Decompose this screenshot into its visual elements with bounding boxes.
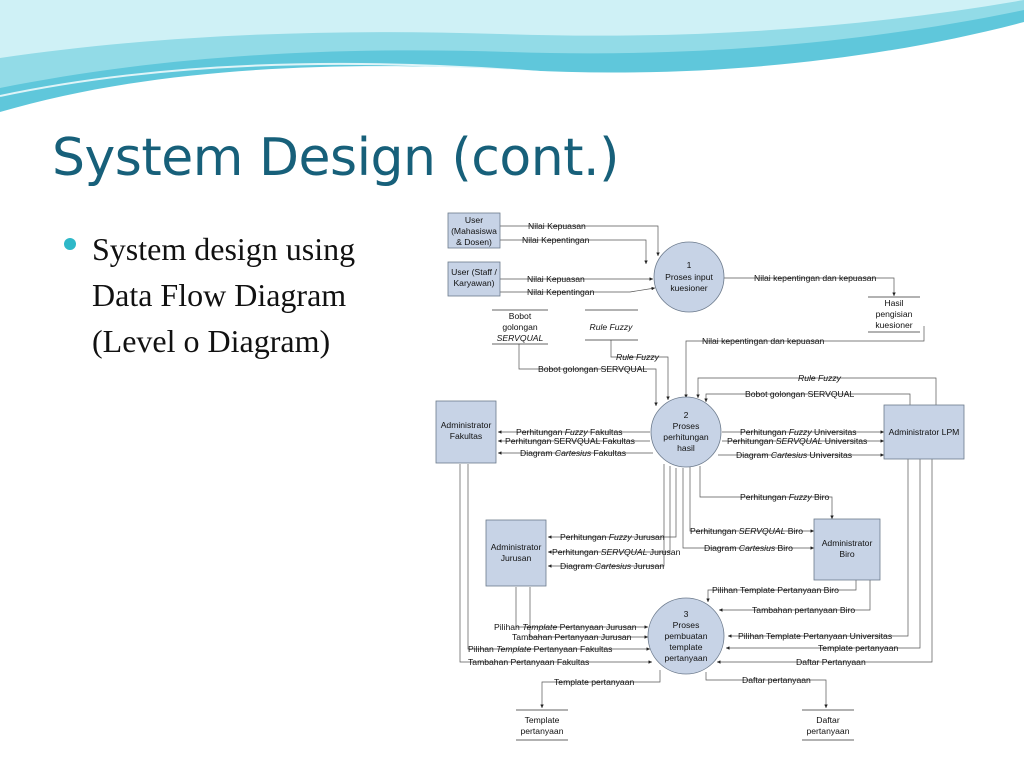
svg-text:Proses input: Proses input (665, 272, 713, 282)
svg-text:pertanyaan: pertanyaan (664, 653, 707, 663)
svg-text:Nilai kepentingan dan kepuasan: Nilai kepentingan dan kepuasan (702, 336, 825, 346)
store-daftar-pertanyaan: Daftar pertanyaan (802, 709, 854, 741)
svg-text:Bobot golongan SERVQUAL: Bobot golongan SERVQUAL (745, 389, 854, 399)
svg-text:Pilihan Template Pertanyaan Bi: Pilihan Template Pertanyaan Biro (712, 585, 839, 595)
svg-text:Pilihan Template Pertanyaan Ju: Pilihan Template Pertanyaan Jurusan (494, 622, 637, 632)
svg-text:kuesioner: kuesioner (875, 320, 912, 330)
svg-text:Perhitungan SERVQUAL Biro: Perhitungan SERVQUAL Biro (690, 526, 803, 536)
svg-text:Jurusan: Jurusan (501, 553, 532, 563)
svg-text:Rule Fuzzy: Rule Fuzzy (616, 352, 660, 362)
svg-text:Bobot: Bobot (509, 311, 532, 321)
svg-text:1: 1 (687, 260, 692, 270)
store-hasil-pengisian-kuesioner: Hasil pengisian kuesioner (868, 296, 920, 333)
svg-text:pertanyaan: pertanyaan (806, 726, 849, 736)
svg-text:Fakultas: Fakultas (450, 431, 482, 441)
svg-text:hasil: hasil (677, 443, 695, 453)
store-rule-fuzzy: Rule Fuzzy (585, 309, 638, 341)
slide-title: System Design (cont.) (52, 128, 619, 188)
svg-text:Perhitungan Fuzzy Universitas: Perhitungan Fuzzy Universitas (740, 427, 857, 437)
svg-text:pembuatan: pembuatan (664, 631, 707, 641)
svg-text:Nilai Kepentingan: Nilai Kepentingan (522, 235, 590, 245)
bullet-text: System design using Data Flow Diagram (L… (92, 231, 356, 359)
svg-text:Nilai Kepentingan: Nilai Kepentingan (527, 287, 595, 297)
entity-administrator-biro: Administrator Biro (813, 518, 881, 581)
svg-text:Rule Fuzzy: Rule Fuzzy (590, 322, 634, 332)
process-1-input-kuesioner: 1 Proses input kuesioner (653, 241, 725, 313)
bullet-list: System design using Data Flow Diagram (L… (64, 226, 370, 364)
svg-text:Bobot golongan SERVQUAL: Bobot golongan SERVQUAL (538, 364, 647, 374)
svg-text:golongan: golongan (502, 322, 538, 332)
svg-text:Daftar Pertanyaan: Daftar Pertanyaan (796, 657, 866, 667)
svg-text:Tambahan Pertanyaan Fakultas: Tambahan Pertanyaan Fakultas (468, 657, 589, 667)
store-bobot-golongan-servqual: Bobot golongan SERVQUAL (492, 309, 548, 345)
svg-text:Proses: Proses (673, 620, 700, 630)
svg-text:Template pertanyaan: Template pertanyaan (554, 677, 634, 687)
svg-text:Perhitungan SERVQUAL Universit: Perhitungan SERVQUAL Universitas (727, 436, 867, 446)
svg-text:Administrator: Administrator (441, 420, 492, 430)
svg-text:pertanyaan: pertanyaan (520, 726, 563, 736)
svg-text:Pilihan Template Pertanyaan Fa: Pilihan Template Pertanyaan Fakultas (468, 644, 612, 654)
svg-text:Nilai kepentingan dan kepuasan: Nilai kepentingan dan kepuasan (754, 273, 877, 283)
svg-text:Pilihan Template Pertanyaan Un: Pilihan Template Pertanyaan Universitas (738, 631, 892, 641)
svg-text:Perhitungan Fuzzy Biro: Perhitungan Fuzzy Biro (740, 492, 830, 502)
svg-text:kuesioner: kuesioner (670, 283, 707, 293)
svg-text:Biro: Biro (839, 549, 855, 559)
svg-text:Perhitungan Fuzzy Jurusan: Perhitungan Fuzzy Jurusan (560, 532, 665, 542)
entity-administrator-lpm: Administrator LPM (883, 404, 965, 460)
svg-text:Hasil: Hasil (884, 298, 903, 308)
svg-text:& Dosen): & Dosen) (456, 237, 492, 247)
svg-text:Nilai Kepuasan: Nilai Kepuasan (528, 221, 586, 231)
svg-text:template: template (670, 642, 703, 652)
svg-text:Perhitungan SERVQUAL Fakultas: Perhitungan SERVQUAL Fakultas (505, 436, 635, 446)
svg-text:perhitungan: perhitungan (663, 432, 709, 442)
process-2-perhitungan-hasil: 2 Proses perhitungan hasil (650, 396, 722, 468)
svg-text:Diagram Cartesius Biro: Diagram Cartesius Biro (704, 543, 793, 553)
svg-text:Daftar pertanyaan: Daftar pertanyaan (742, 675, 811, 685)
svg-text:Diagram Cartesius Universitas: Diagram Cartesius Universitas (736, 450, 852, 460)
svg-text:3: 3 (684, 609, 689, 619)
flow-lines (459, 225, 937, 708)
svg-text:(Mahasiswa: (Mahasiswa (451, 226, 497, 236)
svg-text:Perhitungan SERVQUAL Jurusan: Perhitungan SERVQUAL Jurusan (552, 547, 681, 557)
svg-text:Tambahan Pertanyaan Jurusan: Tambahan Pertanyaan Jurusan (512, 632, 632, 642)
svg-text:Administrator: Administrator (822, 538, 873, 548)
svg-text:2: 2 (684, 410, 689, 420)
svg-text:pengisian: pengisian (876, 309, 913, 319)
svg-text:Rule Fuzzy: Rule Fuzzy (798, 373, 842, 383)
svg-text:Perhitungan Fuzzy Fakultas: Perhitungan Fuzzy Fakultas (516, 427, 623, 437)
svg-text:SERVQUAL: SERVQUAL (497, 333, 544, 343)
svg-text:Diagram Cartesius Fakultas: Diagram Cartesius Fakultas (520, 448, 626, 458)
bullet-dot-icon (64, 238, 76, 250)
svg-text:Tambahan pertanyaan Biro: Tambahan pertanyaan Biro (752, 605, 855, 615)
svg-text:Administrator LPM: Administrator LPM (889, 427, 960, 437)
store-template-pertanyaan: Template pertanyaan (516, 709, 568, 741)
entity-administrator-jurusan: Administrator Jurusan (485, 519, 547, 587)
svg-text:Nilai Kepuasan: Nilai Kepuasan (527, 274, 585, 284)
svg-text:Administrator: Administrator (491, 542, 542, 552)
svg-text:Daftar: Daftar (816, 715, 840, 725)
entity-user-staff-karyawan: User (Staff / Karyawan) (447, 261, 501, 297)
svg-text:User: User (465, 215, 483, 225)
svg-text:Template pertanyaan: Template pertanyaan (818, 643, 898, 653)
svg-text:Karyawan): Karyawan) (453, 278, 494, 288)
entity-administrator-fakultas: Administrator Fakultas (435, 400, 497, 464)
svg-text:Proses: Proses (673, 421, 700, 431)
entity-user-mahasiswa-dosen: User (Mahasiswa & Dosen) (447, 212, 501, 249)
svg-text:Diagram Cartesius Jurusan: Diagram Cartesius Jurusan (560, 561, 664, 571)
flow-labels: Nilai Kepuasan Nilai Kepentingan Nilai K… (468, 221, 898, 687)
svg-text:Template: Template (525, 715, 560, 725)
svg-text:User (Staff /: User (Staff / (451, 267, 497, 277)
process-3-pembuatan-template: 3 Proses pembuatan template pertanyaan (647, 597, 725, 675)
